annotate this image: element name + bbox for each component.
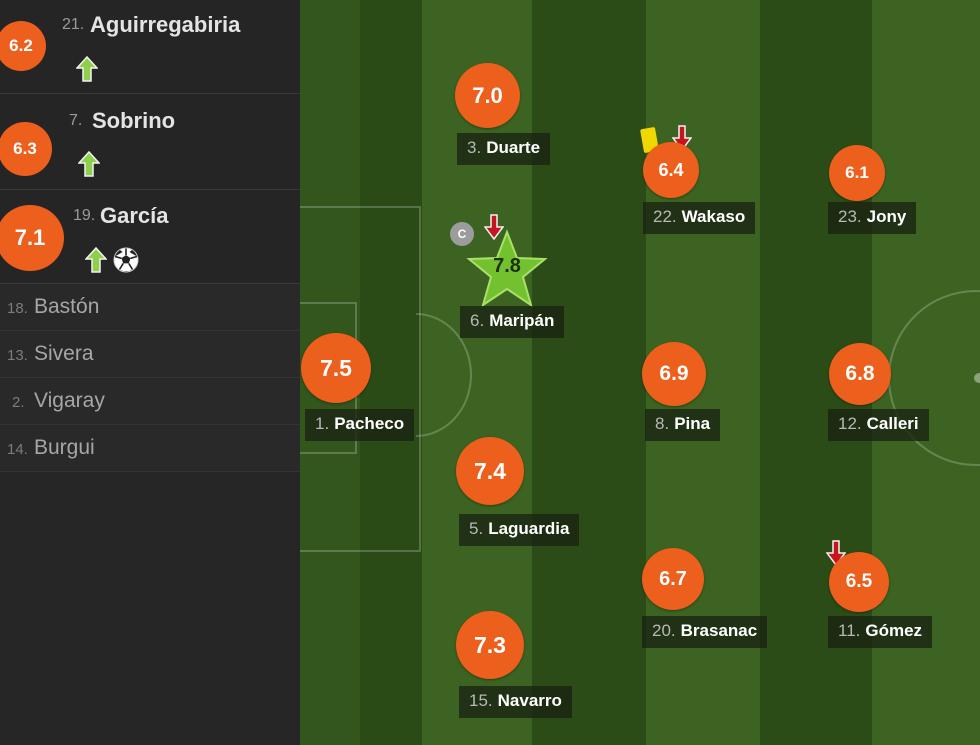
player-rating-badge: 7.5 xyxy=(301,333,371,403)
player-number: 7. xyxy=(69,112,83,129)
player-name: Maripán xyxy=(489,311,555,330)
player-name: Bastón xyxy=(34,295,100,318)
player-number: 18. xyxy=(7,300,28,317)
player-name: Sobrino xyxy=(92,108,176,133)
player-number: 21. xyxy=(62,16,85,33)
player-number: 6. xyxy=(470,311,485,330)
sub-in-arrow-icon xyxy=(78,151,100,177)
player-rating-badge: 6.9 xyxy=(642,342,706,406)
player-number: 12. xyxy=(838,414,862,433)
sub-out-arrow-icon xyxy=(484,214,504,240)
player-rating-badge: 6.5 xyxy=(829,552,889,612)
player-rating-badge: 7.3 xyxy=(456,611,524,679)
player-name: Laguardia xyxy=(488,519,570,538)
player-name-label: 22.Wakaso xyxy=(643,202,756,234)
player-name: Aguirregabiria xyxy=(90,12,241,37)
substitutes-sidebar: 6.2 21. Aguirregabiria 6.3 7. Sobrino 7.… xyxy=(0,0,300,745)
grass-stripe xyxy=(532,0,646,745)
player-name-label: 12.Calleri xyxy=(828,409,929,441)
player-name: García xyxy=(100,203,169,228)
player-name: Jony xyxy=(866,207,907,226)
player-name: Vigaray xyxy=(34,389,105,412)
player-name-label: 5.Laguardia xyxy=(459,514,580,546)
bench-player-row[interactable]: 13. Sivera xyxy=(0,331,300,378)
player-name-label: 11.Gómez xyxy=(828,616,933,648)
player-rating-badge: 6.1 xyxy=(829,145,885,201)
player-number: 15. xyxy=(469,691,493,710)
player-number: 1. xyxy=(315,414,330,433)
bench-player-row[interactable]: 18. Bastón xyxy=(0,284,300,331)
player-number: 3. xyxy=(467,138,482,157)
best-player-star-icon: 7.8 xyxy=(465,229,549,309)
player-name: Burgui xyxy=(34,436,95,459)
player-name-label: 23.Jony xyxy=(828,202,917,234)
player-name-label: 20.Brasanac xyxy=(642,616,768,648)
player-number: 5. xyxy=(469,519,484,538)
player-name: Brasanac xyxy=(680,621,758,640)
player-name: Duarte xyxy=(486,138,541,157)
player-name: Sivera xyxy=(34,342,94,365)
substitute-row[interactable]: 6.2 21. Aguirregabiria xyxy=(0,0,300,94)
substitute-row[interactable]: 7.1 19. García xyxy=(0,190,300,284)
player-name: Pacheco xyxy=(334,414,405,433)
player-number: 19. xyxy=(73,207,96,224)
player-number: 20. xyxy=(652,621,676,640)
player-name-label: 8.Pina xyxy=(645,409,721,441)
player-name-label: 6.Maripán xyxy=(460,306,565,338)
player-name: Calleri xyxy=(866,414,919,433)
player-name-label: 1.Pacheco xyxy=(305,409,415,441)
player-number: 23. xyxy=(838,207,862,226)
player-rating-badge: 6.8 xyxy=(829,343,891,405)
player-number: 22. xyxy=(653,207,677,226)
player-name: Wakaso xyxy=(681,207,746,226)
center-spot xyxy=(974,373,980,383)
sub-in-arrow-icon xyxy=(85,247,107,273)
bench-player-row[interactable]: 2. Vigaray xyxy=(0,378,300,425)
player-rating-badge: 6.2 xyxy=(0,21,46,71)
player-rating-badge: 6.4 xyxy=(643,142,699,198)
goal-ball-icon xyxy=(113,247,139,273)
pitch-lineup-view: 7.5 1.Pacheco 7.0 3.Duarte C 7.8 6.Marip… xyxy=(300,0,980,745)
substitute-row[interactable]: 6.3 7. Sobrino xyxy=(0,94,300,190)
captain-icon: C xyxy=(450,222,474,246)
player-number: 2. xyxy=(12,394,25,411)
player-rating-value: 7.8 xyxy=(493,255,521,277)
bench-player-row[interactable]: 14. Burgui xyxy=(0,425,300,472)
player-number: 8. xyxy=(655,414,670,433)
player-number: 11. xyxy=(838,621,861,640)
sub-in-arrow-icon xyxy=(76,56,98,82)
player-rating-badge: 7.0 xyxy=(455,63,520,128)
player-name: Pina xyxy=(674,414,711,433)
player-number: 13. xyxy=(7,347,28,364)
player-number: 14. xyxy=(7,441,28,458)
player-name: Navarro xyxy=(497,691,562,710)
player-name-label: 15.Navarro xyxy=(459,686,572,718)
player-rating-badge: 6.7 xyxy=(642,548,704,610)
player-rating-badge: 6.3 xyxy=(0,122,52,176)
player-name: Gómez xyxy=(865,621,923,640)
player-rating-badge: 7.1 xyxy=(0,205,64,271)
player-name-label: 3.Duarte xyxy=(457,133,551,165)
player-rating-badge: 7.4 xyxy=(456,437,524,505)
